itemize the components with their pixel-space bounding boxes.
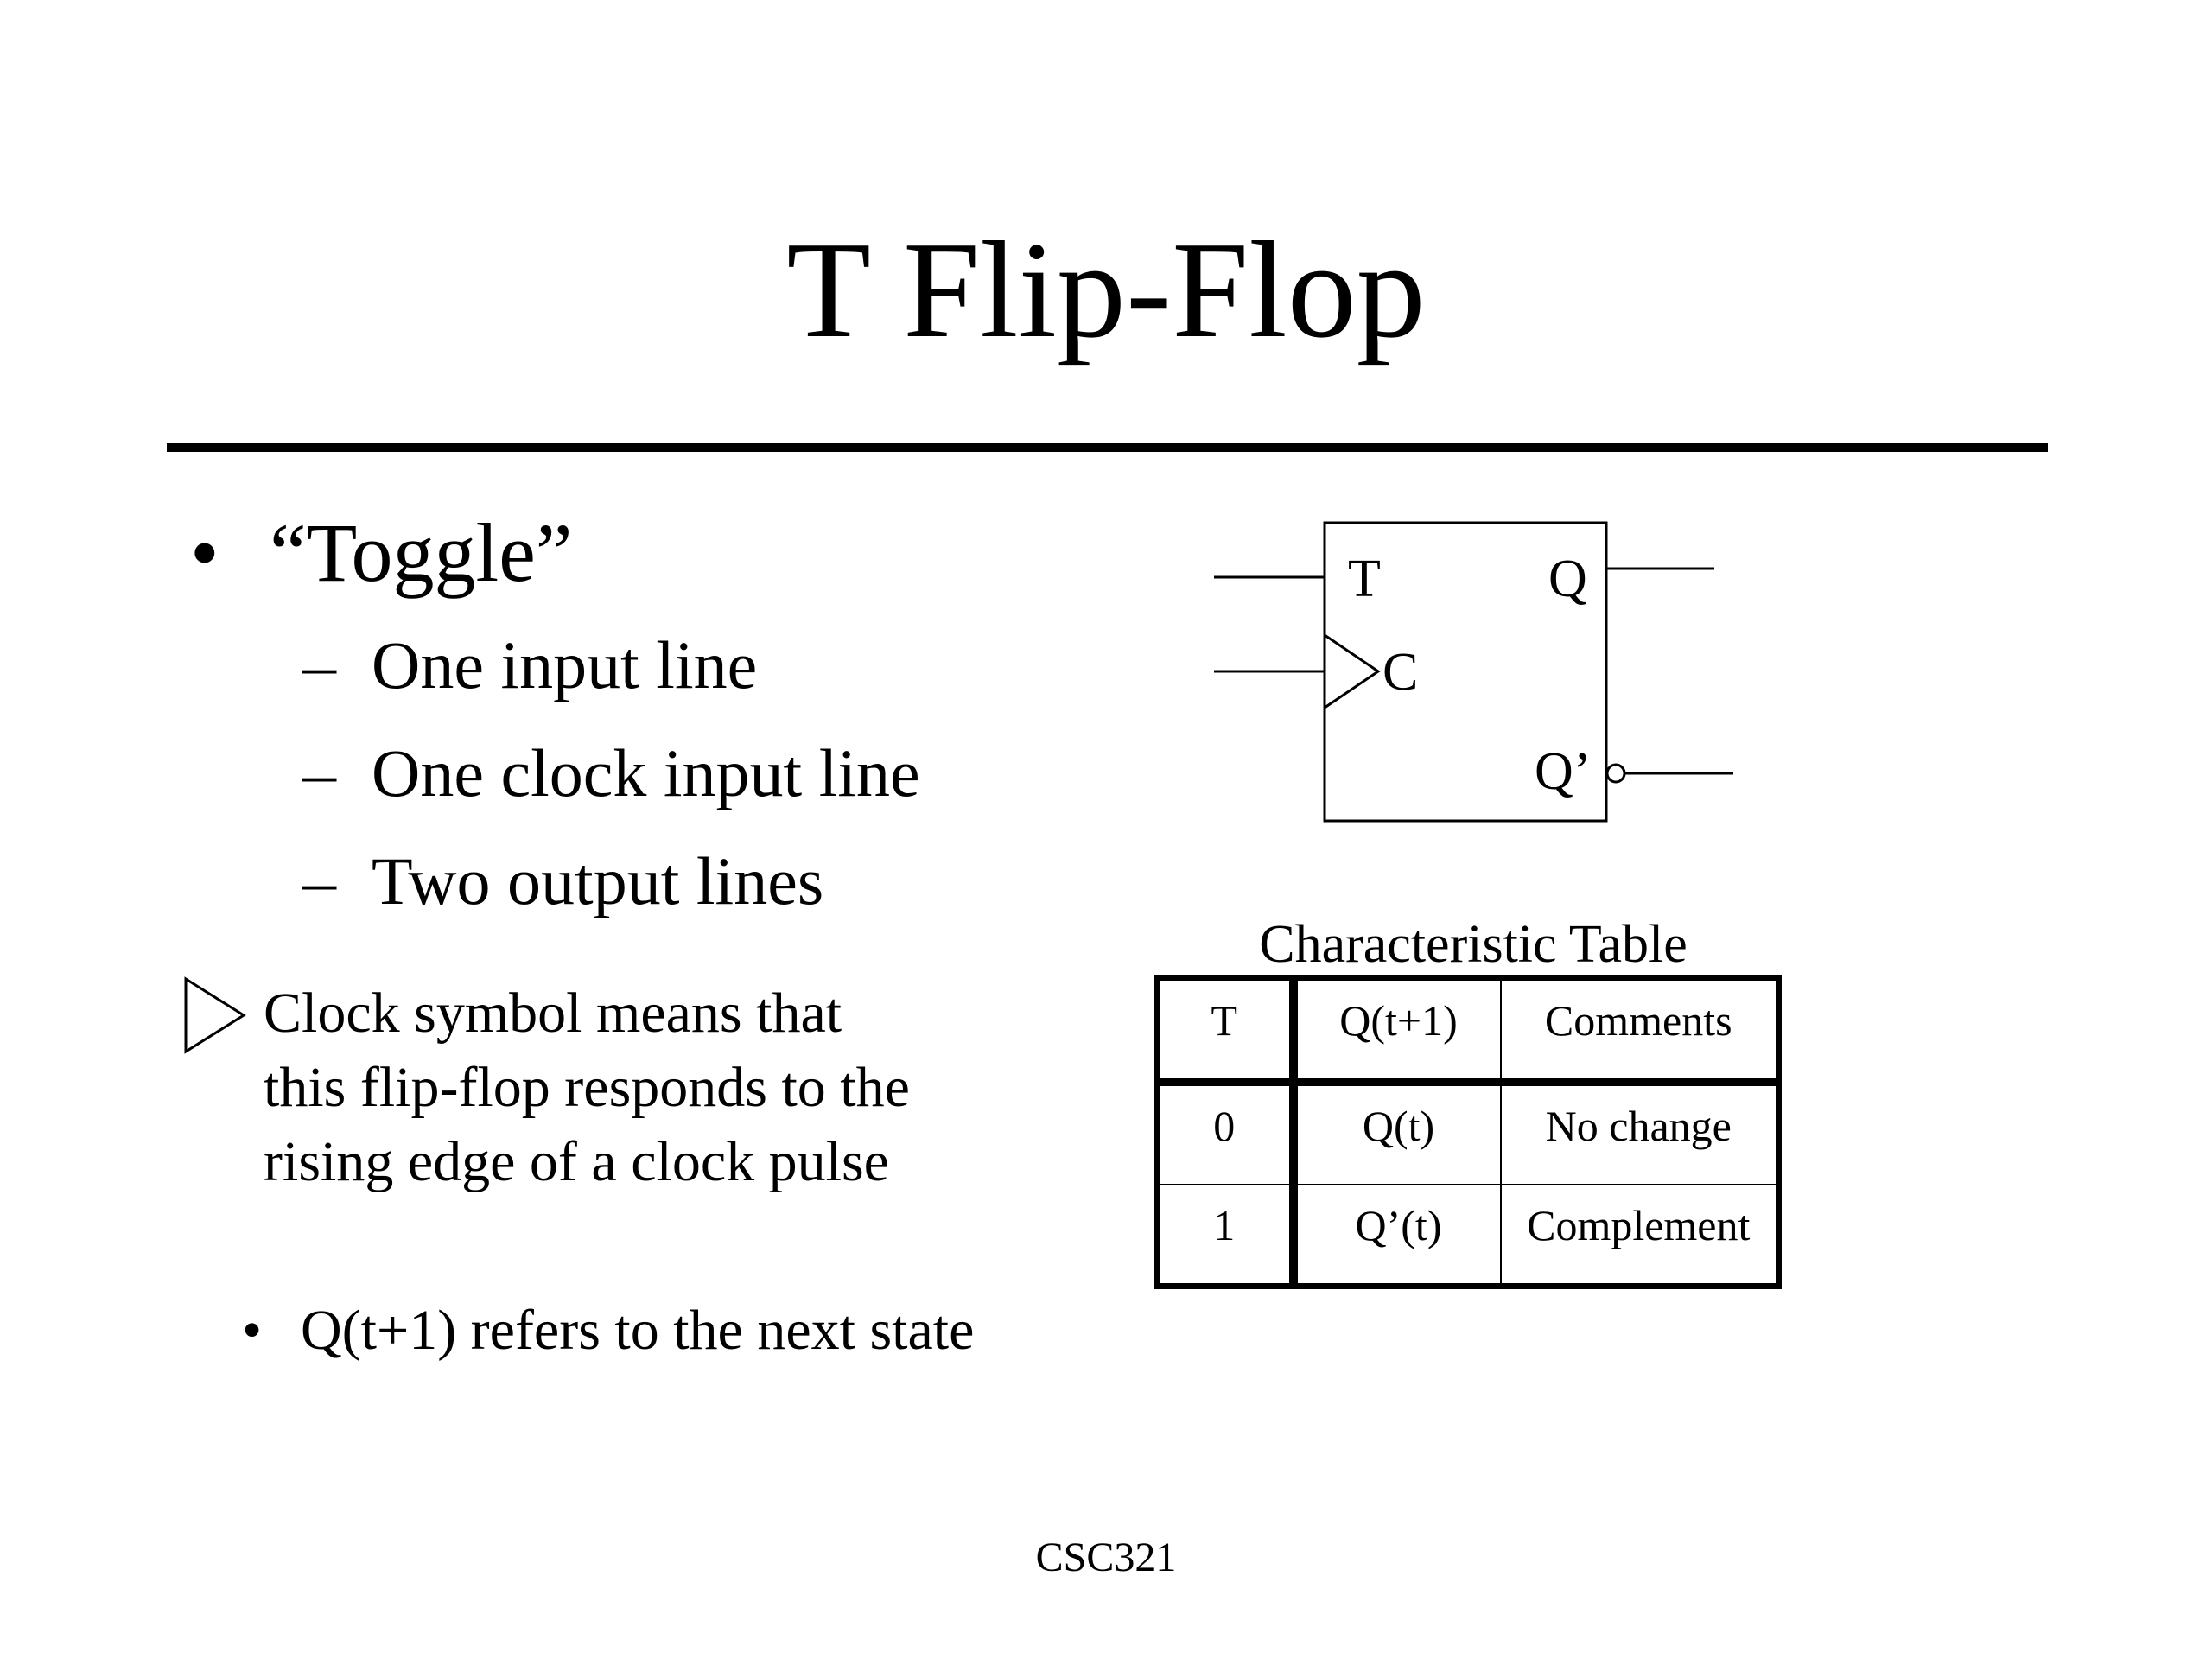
clock-symbol-note: Clock symbol means that this flip-flop r… xyxy=(264,976,1041,1199)
clock-note-line: Clock symbol means that xyxy=(264,982,842,1045)
table-caption: Characteristic Table xyxy=(1259,915,1688,974)
table-header-cell: Comments xyxy=(1499,976,1780,1086)
inversion-bubble-icon xyxy=(1605,763,1626,784)
characteristic-table: T Q(t+1) Comments 0 Q(t) No change 1 Q’(… xyxy=(1154,975,1782,1289)
clock-note-line: this flip-flop responds to the xyxy=(264,1056,910,1119)
table-row: 0 Q(t) No change xyxy=(1155,1081,1780,1185)
q-not-output-label: Q’ xyxy=(1535,742,1591,801)
sub-item-text: Two output lines xyxy=(372,843,824,918)
dash-marker: – xyxy=(302,627,336,702)
slide-title: T Flip-Flop xyxy=(786,213,1426,366)
q-output-label: Q xyxy=(1548,550,1587,608)
slide-footer: CSC321 xyxy=(1035,1535,1177,1580)
table-cell: 0 xyxy=(1155,1081,1298,1185)
title-divider xyxy=(167,443,2048,452)
table-cell: Q(t) xyxy=(1292,1081,1502,1185)
bullet-toggle: “Toggle” xyxy=(270,506,573,599)
table-header-cell: T xyxy=(1155,976,1298,1086)
table-header-row: T Q(t+1) Comments xyxy=(1155,976,1780,1086)
sub-item-text: One input line xyxy=(372,627,758,702)
t-input-label: T xyxy=(1348,550,1381,608)
sub-item-clock-line: – One clock input line xyxy=(302,734,1080,812)
clock-note-line: rising edge of a clock pulse xyxy=(264,1130,889,1193)
table-row: 1 Q’(t) Complement xyxy=(1155,1184,1780,1287)
clock-input-label: C xyxy=(1382,643,1418,702)
clock-triangle-icon xyxy=(1324,633,1381,709)
table-cell: Complement xyxy=(1499,1184,1780,1287)
table-header-cell: Q(t+1) xyxy=(1292,976,1502,1086)
table-cell: Q’(t) xyxy=(1292,1184,1502,1287)
sub-item-output-lines: – Two output lines xyxy=(302,842,1080,920)
dash-marker: – xyxy=(302,843,336,918)
sub-item-text: One clock input line xyxy=(372,735,920,810)
dash-marker: – xyxy=(302,735,336,810)
next-state-note: Q(t+1) refers to the next state xyxy=(301,1299,975,1362)
bullet-marker: • xyxy=(190,506,219,599)
sub-item-input-line: – One input line xyxy=(302,626,1080,704)
table-cell: No change xyxy=(1499,1081,1780,1185)
t-flipflop-diagram: T C Q Q’ xyxy=(1214,521,1733,823)
table-cell: 1 xyxy=(1155,1184,1298,1287)
clock-triangle-icon xyxy=(184,976,246,1054)
bullet-marker: • xyxy=(242,1299,263,1362)
